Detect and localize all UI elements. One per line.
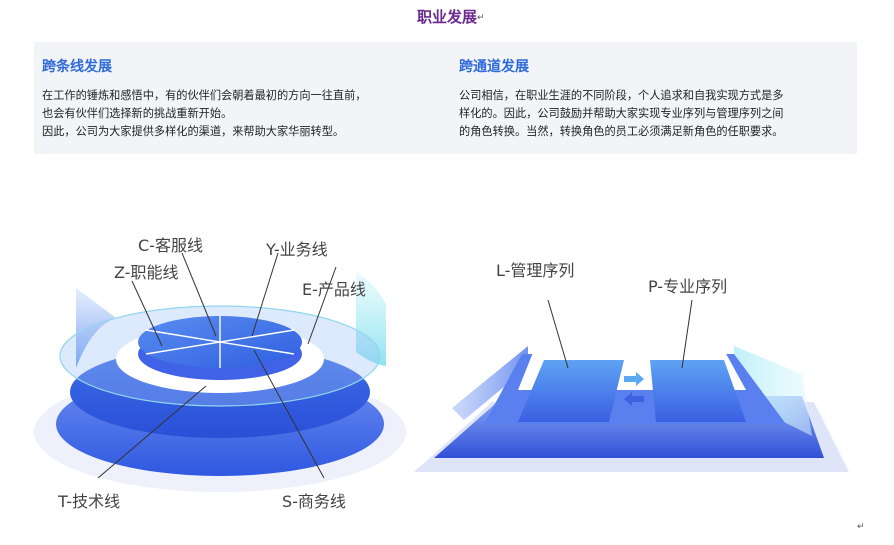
- right-side-panel: [734, 346, 812, 436]
- leader-lines: [97, 252, 337, 479]
- text-line: 因此，公司为大家提供多样化的渠道，来帮助大家华丽转型。: [42, 125, 345, 138]
- label-function-line: Z-职能线: [114, 263, 178, 282]
- label-professional-sequence: P-专业序列: [648, 277, 727, 296]
- cross-channel-heading: 跨通道发展: [459, 59, 529, 75]
- career-lines-diagram: C-客服线 Y-业务线 Z-职能线 E-产品线 T-技术线 S-商务线: [34, 236, 406, 511]
- cross-line-section: 跨条线发展 在工作的锤炼和感悟中，有的伙伴们会朝着最初的方向一往直前， 也会有伙…: [42, 56, 422, 141]
- illustration-area: C-客服线 Y-业务线 Z-职能线 E-产品线 T-技术线 S-商务线: [34, 154, 857, 530]
- exchange-arrows: [624, 372, 644, 406]
- text-line: 也会有伙伴们选择新的挑战重新开始。: [42, 107, 233, 120]
- arrow-left-icon: [624, 392, 644, 406]
- label-product-line: E-产品线: [302, 280, 366, 299]
- label-management-sequence: L-管理序列: [496, 261, 574, 280]
- left-wall: [76, 288, 116, 368]
- cross-channel-section: 跨通道发展 公司相信，在职业生涯的不同阶段，个人追求和自我实现方式是多 样化的。…: [459, 56, 839, 141]
- career-channels-diagram: L-管理序列 P-专业序列: [414, 261, 849, 472]
- management-card: [518, 360, 624, 422]
- page-title: 职业发展: [416, 8, 477, 26]
- text-line: 公司相信，在职业生涯的不同阶段，个人追求和自我实现方式是多: [459, 89, 784, 102]
- arrow-right-icon: [624, 372, 644, 386]
- text-line: 样化的。因此，公司鼓励并帮助大家实现专业序列与管理序列之间: [459, 107, 784, 120]
- right-wall: [356, 272, 386, 366]
- professional-card: [650, 360, 746, 422]
- cross-line-heading: 跨条线发展: [42, 59, 112, 75]
- career-diagrams: C-客服线 Y-业务线 Z-职能线 E-产品线 T-技术线 S-商务线: [34, 236, 849, 511]
- channel-leader-lines: [547, 299, 693, 369]
- career-development-panel: 跨条线发展 在工作的锤炼和感悟中，有的伙伴们会朝着最初的方向一往直前， 也会有伙…: [34, 42, 857, 530]
- paragraph-mark: ↵: [477, 13, 485, 23]
- label-commerce-line: S-商务线: [282, 492, 346, 511]
- disk-dividers: [145, 316, 295, 368]
- text-line: 的角色转换。当然，转换角色的员工必须满足新角色的任职要求。: [459, 125, 784, 138]
- label-technology-line: T-技术线: [57, 492, 120, 511]
- label-business-line: Y-业务线: [265, 240, 328, 259]
- cross-line-text: 在工作的锤炼和感悟中，有的伙伴们会朝着最初的方向一往直前， 也会有伙伴们选择新的…: [42, 87, 422, 141]
- paragraph-mark: ↵: [857, 522, 865, 532]
- left-side-panel: [452, 346, 528, 420]
- label-customer-service-line: C-客服线: [138, 236, 203, 255]
- text-line: 在工作的锤炼和感悟中，有的伙伴们会朝着最初的方向一往直前，: [42, 89, 367, 102]
- cross-channel-text: 公司相信，在职业生涯的不同阶段，个人追求和自我实现方式是多 样化的。因此，公司鼓…: [459, 87, 839, 141]
